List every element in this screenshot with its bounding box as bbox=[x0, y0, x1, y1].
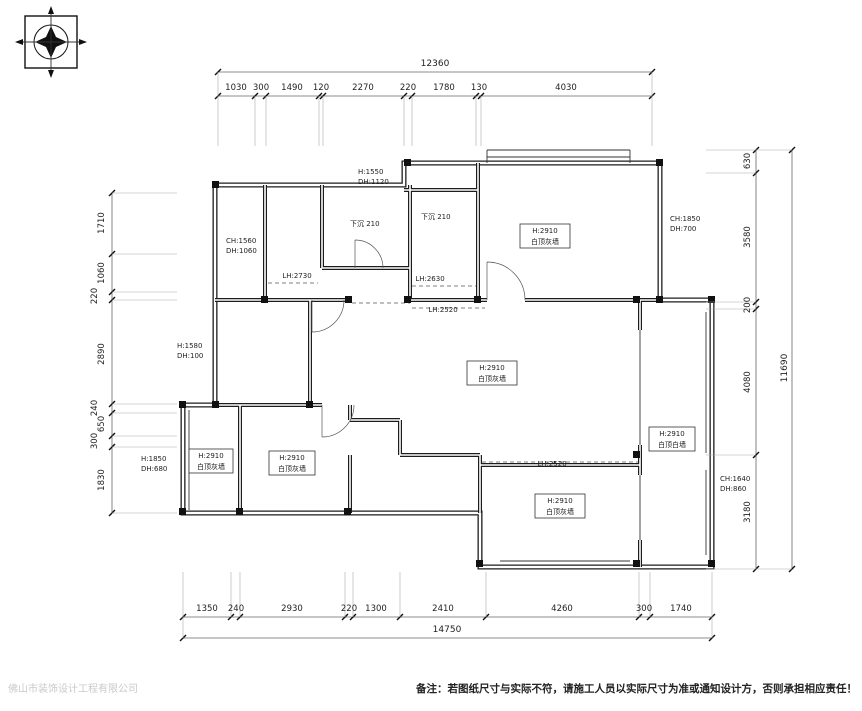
dim-segment: 4030 bbox=[555, 83, 577, 93]
label-h1550: DH:1120 bbox=[358, 178, 389, 186]
columns bbox=[179, 159, 715, 567]
label-lh2630: LH:2630 bbox=[415, 275, 444, 283]
dim-total-bottom bbox=[179, 617, 716, 642]
dim-chain-top bbox=[214, 92, 656, 146]
room-label: 白顶白墙 bbox=[658, 440, 686, 449]
room-label: 白顶灰墙 bbox=[531, 237, 559, 246]
dim-values-left: 1710 1060 220 2890 240 650 300 1830 bbox=[90, 212, 107, 491]
label-ch1560: CH:1560 bbox=[226, 237, 256, 245]
interior-walls-core bbox=[215, 163, 660, 567]
label-h1550: H:1550 bbox=[358, 168, 383, 176]
dim-segment: 3180 bbox=[743, 501, 753, 523]
dim-segment: 220 bbox=[341, 604, 357, 614]
dim-segment: 1830 bbox=[97, 469, 107, 491]
dim-total: 14750 bbox=[433, 625, 462, 635]
dim-segment: 1350 bbox=[196, 604, 218, 614]
dim-segment: 1780 bbox=[433, 83, 455, 93]
label-lh2520-mid: LH:2520 bbox=[428, 306, 457, 314]
room-height-boxes: H:2910 白顶灰墙 H:2910 白顶灰墙 H:2910 白顶灰墙 H:29… bbox=[188, 223, 696, 519]
label-sunken-right: 下沉 210 bbox=[421, 213, 451, 221]
label-ch1850: DH:700 bbox=[670, 225, 696, 233]
dim-total-top bbox=[214, 68, 656, 96]
dim-segment: 3580 bbox=[743, 226, 753, 248]
room-label: H:2910 bbox=[279, 454, 304, 462]
dim-segment: 240 bbox=[90, 400, 100, 416]
dim-segment: 200 bbox=[743, 297, 753, 313]
dim-segment: 130 bbox=[471, 83, 487, 93]
dashed-ceiling-lines bbox=[268, 282, 638, 463]
dim-segment: 2270 bbox=[352, 83, 374, 93]
dim-segment: 300 bbox=[90, 433, 100, 449]
dim-segment: 220 bbox=[90, 288, 100, 304]
dim-total: 12360 bbox=[421, 59, 450, 69]
door-swing-arcs bbox=[311, 239, 526, 438]
north-compass-icon bbox=[15, 6, 87, 78]
dim-total-right bbox=[756, 146, 796, 573]
room-label: H:2910 bbox=[659, 430, 684, 438]
label-sunken-left: 下沉 210 bbox=[350, 220, 380, 228]
dim-segment: 120 bbox=[313, 83, 329, 93]
label-h1850: H:1850 bbox=[141, 455, 166, 463]
room-label: H:2910 bbox=[532, 227, 557, 235]
label-lh2730: LH:2730 bbox=[282, 272, 311, 280]
room-label-box bbox=[534, 493, 586, 519]
room-label: H:2910 bbox=[479, 364, 504, 372]
dim-segment: 2930 bbox=[281, 604, 303, 614]
dim-segment: 1490 bbox=[281, 83, 303, 93]
room-label-box bbox=[648, 426, 696, 452]
dim-segment: 1060 bbox=[97, 262, 107, 284]
label-h1580: DH:100 bbox=[177, 352, 203, 360]
dim-segment: 220 bbox=[400, 83, 416, 93]
dim-values-bottom: 1350 240 2930 220 1300 2410 4260 300 174… bbox=[196, 604, 692, 635]
label-ch1850: CH:1850 bbox=[670, 215, 700, 223]
label-lh2520-low: LH:2520 bbox=[537, 460, 566, 468]
dim-segment: 300 bbox=[253, 83, 269, 93]
dim-segment: 1030 bbox=[225, 83, 247, 93]
dim-segment: 300 bbox=[636, 604, 652, 614]
interior-walls bbox=[215, 163, 660, 567]
dim-total: 11690 bbox=[780, 353, 790, 382]
exterior-wall bbox=[180, 160, 715, 570]
dim-values-top: 1030 300 1490 120 2270 220 1780 130 4030… bbox=[225, 59, 577, 93]
exterior-wall-core bbox=[181, 161, 714, 569]
room-label-box bbox=[466, 360, 518, 386]
dim-segment: 2410 bbox=[432, 604, 454, 614]
label-ch1640: DH:860 bbox=[720, 485, 746, 493]
room-label: 白顶灰墙 bbox=[546, 507, 574, 516]
room-label: 白顶灰墙 bbox=[278, 464, 306, 473]
room-label: H:2910 bbox=[198, 452, 223, 460]
room-label-box bbox=[188, 448, 234, 474]
room-label: 白顶灰墙 bbox=[197, 462, 225, 471]
label-ch1560: DH:1060 bbox=[226, 247, 257, 255]
label-h1850: DH:680 bbox=[141, 465, 167, 473]
dim-segment: 240 bbox=[228, 604, 244, 614]
remark-note: 备注：若图纸尺寸与实际不符，请施工人员以实际尺寸为准或通知设计方，否则承担相应责… bbox=[415, 682, 857, 695]
dim-segment: 4260 bbox=[551, 604, 573, 614]
company-watermark: 佛山市装饰设计工程有限公司 bbox=[8, 682, 138, 695]
dim-segment: 2890 bbox=[97, 343, 107, 365]
dim-chain-left bbox=[108, 189, 177, 517]
walls bbox=[180, 160, 715, 570]
room-label: H:2910 bbox=[547, 497, 572, 505]
room-label: 白顶灰墙 bbox=[478, 374, 506, 383]
dim-chain-right bbox=[706, 146, 760, 573]
dim-segment: 630 bbox=[743, 153, 753, 169]
room-annotations: H:1550 DH:1120 下沉 210 下沉 210 CH:1560 DH:… bbox=[141, 168, 750, 493]
label-h1580: H:1580 bbox=[177, 342, 202, 350]
dim-segment: 1710 bbox=[97, 212, 107, 234]
dim-segment: 1740 bbox=[670, 604, 692, 614]
dim-values-right: 630 3580 200 4080 3180 11690 bbox=[743, 153, 790, 523]
room-label-box bbox=[268, 450, 316, 476]
dim-chain-bottom bbox=[179, 572, 716, 621]
dim-segment: 1300 bbox=[365, 604, 387, 614]
dim-segment: 4080 bbox=[743, 371, 753, 393]
room-label-box bbox=[519, 223, 571, 249]
label-ch1640: CH:1640 bbox=[720, 475, 750, 483]
dim-segment: 650 bbox=[97, 416, 107, 432]
